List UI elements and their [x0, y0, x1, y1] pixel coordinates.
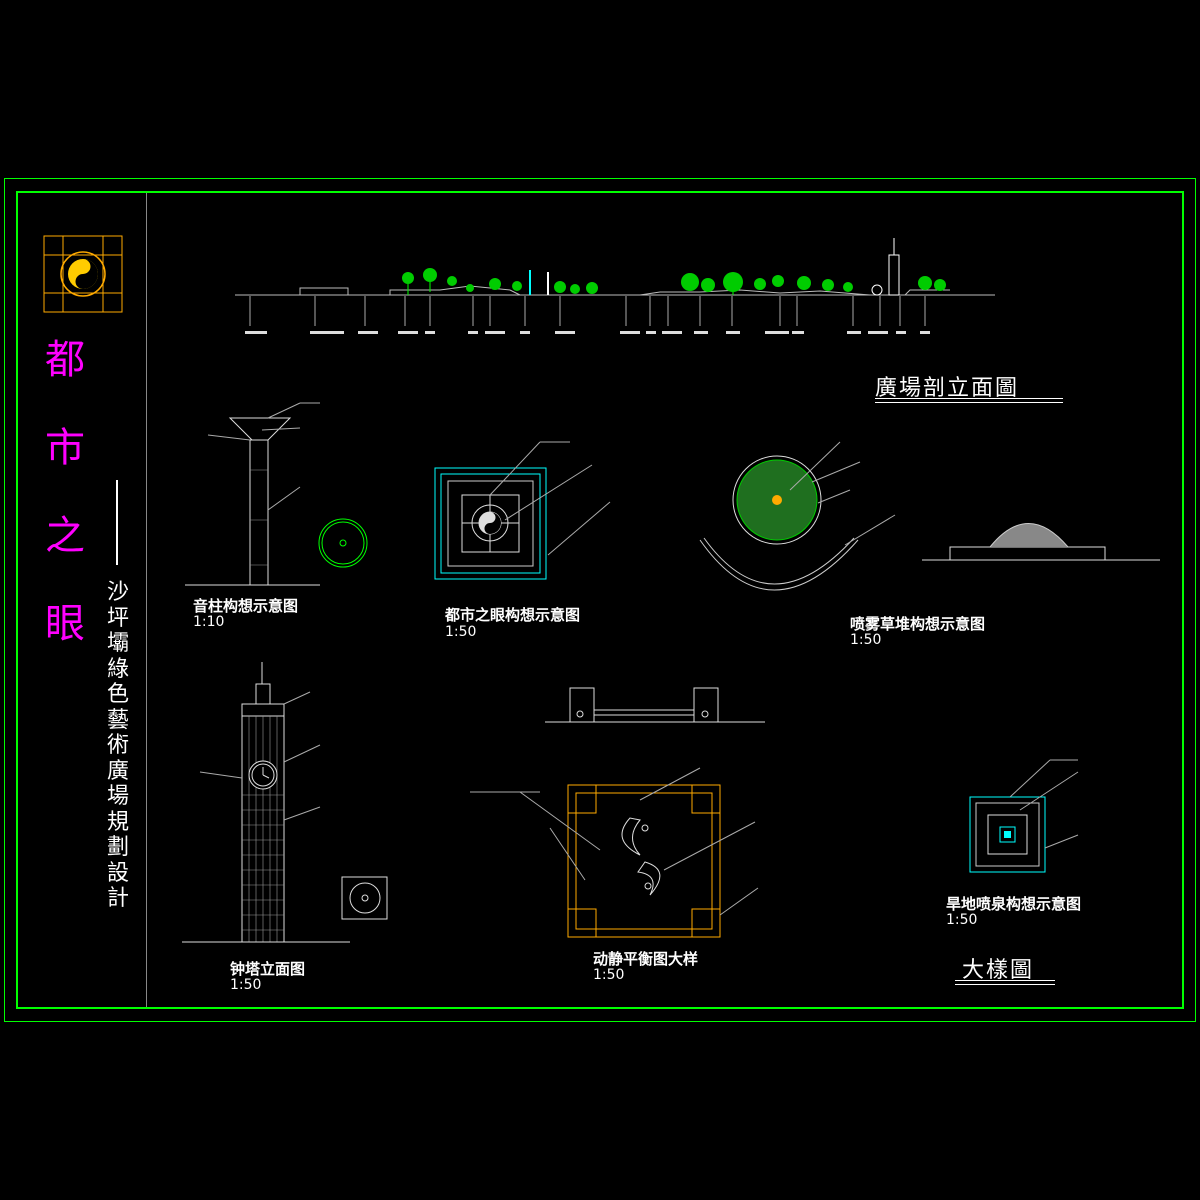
detail-title: 大樣圖	[962, 958, 1035, 983]
subtitle-char: 藝	[106, 707, 129, 733]
city-eye-drawing	[434, 441, 611, 580]
subtitle-char: 設	[106, 860, 129, 886]
subtitle-char: 場	[106, 784, 129, 809]
balance-plan-scale: 1:50	[593, 967, 625, 983]
sound-column-drawing	[185, 402, 368, 586]
title-char-3: 之	[45, 513, 85, 559]
title-char-1: 都	[45, 337, 85, 383]
bench-elevation-drawing	[545, 687, 765, 723]
subtitle-char: 壩	[106, 631, 129, 656]
taiji-logo-icon	[43, 235, 123, 313]
subtitle-char: 術	[106, 733, 129, 758]
plaza-section-elevation	[235, 238, 995, 334]
subtitle-char: 色	[106, 682, 129, 707]
balance-plan-label: 动静平衡图大样	[593, 950, 699, 968]
subtitle-char: 坪	[106, 605, 129, 631]
subtitle-char: 規	[106, 809, 129, 835]
title-char-2: 市	[45, 425, 85, 471]
section-title-underline-2	[875, 402, 1063, 403]
section-title-underline	[875, 398, 1063, 399]
city-eye-label: 都市之眼构想示意图	[445, 606, 581, 624]
subtitle-char: 廣	[106, 758, 129, 784]
dry-fountain-drawing	[969, 759, 1079, 873]
clock-tower-scale: 1:50	[230, 977, 262, 993]
mist-mound-scale: 1:50	[850, 632, 882, 648]
project-subtitle: 沙 坪 壩 綠 色 藝 術 廣 場 規 劃 設 計	[100, 580, 136, 912]
outer-frame	[4, 178, 1196, 1022]
sound-column-scale: 1:10	[193, 614, 225, 630]
clock-tower-label: 钟塔立面图	[230, 960, 306, 978]
sound-column-label: 音柱构想示意图	[193, 597, 299, 615]
detail-title-underline-2	[955, 984, 1055, 985]
dry-fountain-scale: 1:50	[946, 912, 978, 928]
dry-fountain-label: 旱地喷泉构想示意图	[946, 895, 1082, 913]
inner-frame	[16, 191, 1184, 1009]
title-column-divider	[146, 193, 147, 1007]
balance-plan-drawing	[470, 767, 759, 938]
clock-tower-drawing	[182, 662, 388, 943]
section-title: 廣場剖立面圖	[875, 376, 1020, 401]
subtitle-char: 劃	[106, 835, 129, 860]
title-char-4: 眼	[45, 601, 85, 647]
mist-mound-label: 喷雾草堆构想示意图	[850, 615, 986, 633]
detail-title-underline	[955, 980, 1055, 981]
subtitle-char: 沙	[106, 580, 129, 605]
mist-mound-drawing	[699, 441, 1160, 591]
subtitle-char: 綠	[106, 656, 129, 682]
subtitle-char: 計	[106, 886, 129, 911]
city-eye-scale: 1:50	[445, 624, 477, 640]
project-title: 都 市 之 眼	[30, 340, 100, 692]
